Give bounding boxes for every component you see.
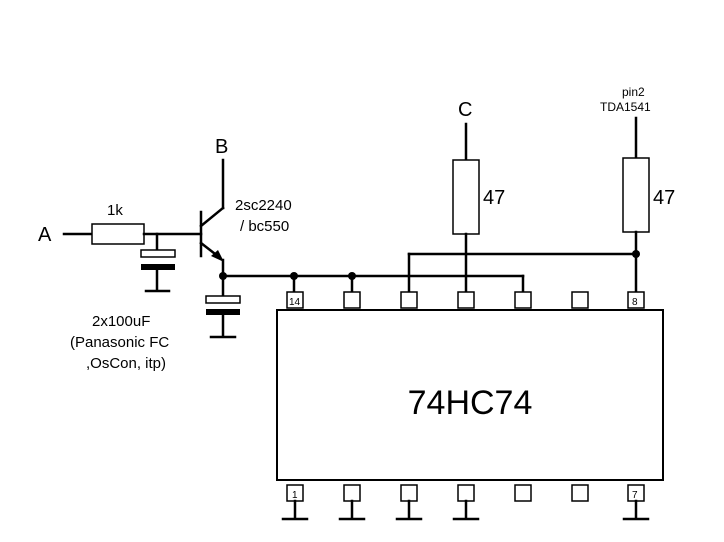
ic-pin-11 <box>457 291 475 309</box>
junction-emitter <box>219 272 227 280</box>
capacitor-base-plate-filled <box>141 264 175 270</box>
ic-74hc74-label: 74HC74 <box>408 384 533 422</box>
junction-pin14 <box>290 272 298 280</box>
capacitor-base-plate-open <box>140 249 176 258</box>
ic-pin-4 <box>457 484 475 502</box>
junction-pin13 <box>348 272 356 280</box>
resistor-47-c <box>452 159 480 235</box>
transistor-label-line1: 2sc2240 <box>235 197 292 214</box>
ic-pin-7-label: 7 <box>632 490 638 501</box>
resistor-1k-label: 1k <box>107 202 123 219</box>
ic-pin-8-label: 8 <box>632 297 638 308</box>
ic-pin-5 <box>514 484 532 502</box>
capacitor-emitter-plate-filled <box>206 309 240 315</box>
ic-74hc74-body <box>276 309 664 481</box>
ic-pin-9 <box>571 291 589 309</box>
resistor-1k <box>91 223 145 245</box>
resistor-47-tda <box>622 157 650 233</box>
junction-tda <box>632 250 640 258</box>
capacitor-label-line2: (Panasonic FC <box>70 334 169 351</box>
capacitor-label-line3: ,OsCon, itp) <box>86 355 166 372</box>
transistor-label-line2: / bc550 <box>240 218 289 235</box>
ic-pin-12 <box>400 291 418 309</box>
ic-pin-3 <box>400 484 418 502</box>
input-b-label: B <box>215 136 228 158</box>
ic-pin-14-label: 14 <box>289 297 301 308</box>
tda1541-label: TDA1541 <box>600 100 651 114</box>
ic-pin-14 <box>286 291 304 309</box>
ic-pin-1-label: 1 <box>292 490 298 501</box>
input-a-label: A <box>38 224 52 246</box>
emitter-arrow-icon <box>211 250 224 262</box>
pin2-label: pin2 <box>622 85 645 99</box>
ic-pin-6 <box>571 484 589 502</box>
resistor-47-c-label: 47 <box>483 187 505 209</box>
input-c-label: C <box>458 99 472 121</box>
ic-pin-13 <box>343 291 361 309</box>
ic-pin-10 <box>514 291 532 309</box>
capacitor-emitter-plate-open <box>205 295 241 304</box>
transistor-collector <box>199 206 225 228</box>
resistor-47-tda-label: 47 <box>653 187 675 209</box>
ic-pin-8 <box>627 291 645 309</box>
ic-pin-2 <box>343 484 361 502</box>
capacitor-label-line1: 2x100uF <box>92 313 150 330</box>
